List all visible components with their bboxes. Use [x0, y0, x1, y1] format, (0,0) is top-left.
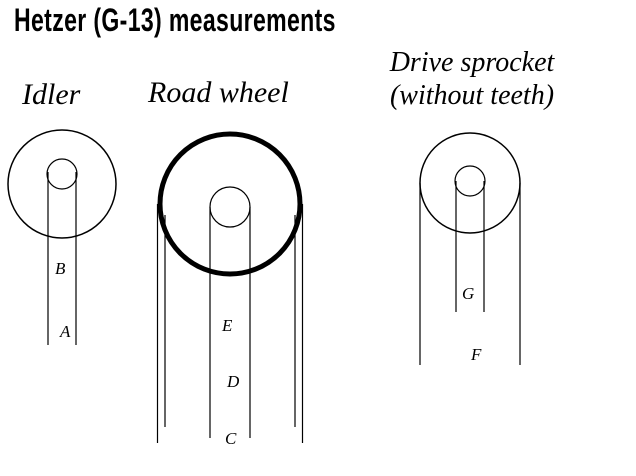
- road-wheel-outer-circle: [157, 131, 303, 277]
- road-wheel-diagram: E D C: [156, 131, 304, 448]
- road-wheel-dim-label-c: C: [225, 429, 237, 448]
- drive-sprocket-dim-label-f: F: [470, 345, 482, 364]
- idler-dim-label-a: A: [59, 322, 71, 341]
- page-title: Hetzer (G-13) measurements: [14, 2, 336, 38]
- idler-hub-circle: [46, 158, 78, 190]
- road-wheel-dim-label-d: D: [226, 372, 240, 391]
- drive-sprocket-hub-circle: [454, 165, 486, 197]
- drive-sprocket-diagram: G F: [419, 132, 521, 365]
- idler-dim-label-b: B: [55, 259, 66, 278]
- drive-sprocket-outer-circle: [419, 132, 521, 234]
- drive-sprocket-heading: Drive sprocket (without teeth): [352, 46, 592, 112]
- road-wheel-hub-circle: [209, 186, 251, 228]
- idler-heading: Idler: [22, 78, 81, 111]
- drive-sprocket-heading-line2: (without teeth): [389, 80, 555, 111]
- road-wheel-dim-label-e: E: [221, 316, 233, 335]
- idler-diagram: B A: [7, 129, 117, 345]
- drive-sprocket-heading-line1: Drive sprocket: [389, 47, 555, 78]
- drive-sprocket-dim-label-g: G: [462, 284, 474, 303]
- road-wheel-heading: Road wheel: [148, 76, 289, 109]
- idler-outer-circle: [7, 129, 117, 239]
